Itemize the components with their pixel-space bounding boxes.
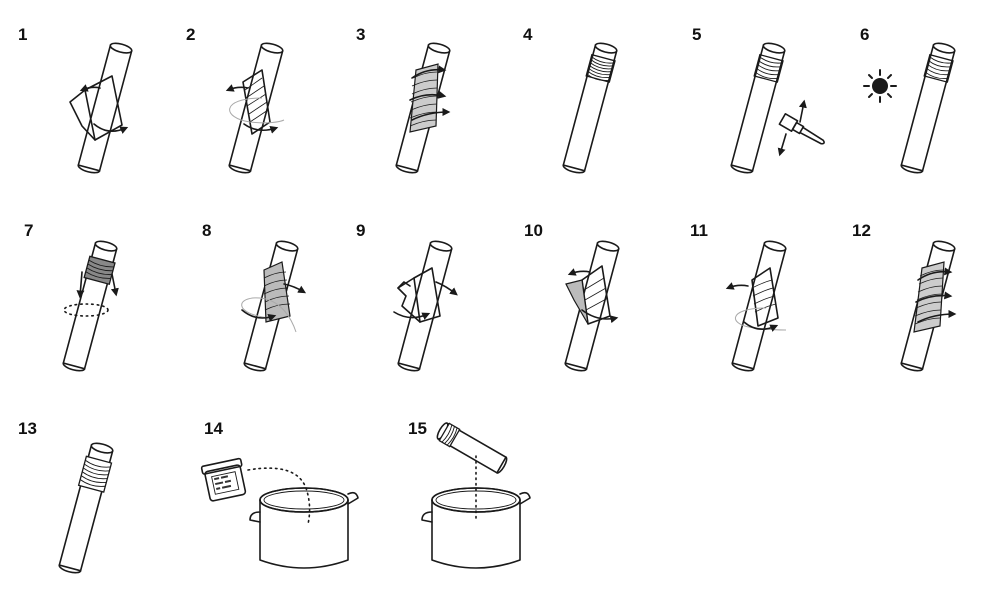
tube <box>436 422 508 474</box>
step-number-6: 6 <box>860 25 869 44</box>
step-6-illustration <box>863 42 956 174</box>
arrow-icon <box>777 133 787 157</box>
paper-strip <box>84 75 123 141</box>
arrow-icon <box>915 291 953 303</box>
arrow-icon <box>798 99 807 123</box>
paintbrush-icon <box>778 113 825 145</box>
thread <box>241 297 297 333</box>
step-number-14: 14 <box>204 419 223 438</box>
arrow-icon <box>725 282 749 290</box>
tube <box>731 240 787 372</box>
pour-path <box>247 467 311 525</box>
tube <box>730 42 786 174</box>
target-position <box>63 303 109 317</box>
step-number-3: 3 <box>356 25 365 44</box>
tube <box>397 240 453 372</box>
arrow-icon <box>409 90 447 101</box>
cooking-pot-icon <box>249 487 359 569</box>
tube <box>62 240 118 372</box>
arrow-icon <box>93 123 129 134</box>
step-10-illustration <box>564 240 620 372</box>
arrow-icon <box>581 309 619 324</box>
step-2-illustration <box>225 42 285 174</box>
tube <box>564 240 620 372</box>
step-15-illustration <box>421 422 531 569</box>
step-number-8: 8 <box>202 221 211 240</box>
tube <box>58 442 114 574</box>
thread <box>229 97 285 124</box>
wrapped-section <box>263 261 291 323</box>
step-number-7: 7 <box>24 221 33 240</box>
arrow-icon <box>241 309 277 322</box>
step-number-11: 11 <box>690 221 708 240</box>
tube <box>562 42 618 174</box>
sun-icon <box>863 69 897 103</box>
paper-strip <box>413 267 441 323</box>
arrow-icon <box>917 267 953 281</box>
step-8-illustration <box>241 240 307 372</box>
step-number-12: 12 <box>852 221 871 240</box>
arrow-icon <box>917 310 957 323</box>
step-11-illustration <box>725 240 787 372</box>
arrow-icon <box>567 268 591 276</box>
arrow-icon <box>110 273 119 297</box>
tube <box>77 42 133 174</box>
step-number-13: 13 <box>18 419 37 438</box>
step-4-illustration <box>562 42 618 174</box>
paper-strip <box>751 267 779 327</box>
cooking-pot-icon <box>421 487 531 569</box>
step-9-illustration <box>393 240 458 372</box>
jar-icon <box>200 457 247 502</box>
step-number-15: 15 <box>408 419 427 438</box>
step-1-illustration <box>69 42 133 174</box>
step-7-illustration <box>62 240 119 372</box>
step-numbers: 1 2 3 4 5 6 7 8 9 10 11 12 13 14 15 <box>18 25 871 438</box>
step-number-1: 1 <box>18 25 27 44</box>
arrow-icon <box>79 84 101 92</box>
arrow-icon <box>411 65 447 79</box>
tube <box>228 42 284 174</box>
thread-coil <box>585 53 616 83</box>
step-14-illustration <box>200 457 359 569</box>
step-number-2: 2 <box>186 25 195 44</box>
step-5-illustration <box>730 42 825 174</box>
paper-strip <box>242 69 271 135</box>
arrow-icon <box>393 311 431 320</box>
arrow-icon <box>743 321 779 332</box>
arrow-icon <box>435 281 458 296</box>
arrow-icon <box>76 271 85 299</box>
arrow-icon <box>225 84 249 92</box>
tube <box>900 42 956 174</box>
step-number-10: 10 <box>524 221 543 240</box>
step-number-4: 4 <box>523 25 533 44</box>
step-3-illustration <box>395 42 451 174</box>
step-12-illustration <box>900 240 957 372</box>
step-number-9: 9 <box>356 221 365 240</box>
arrow-icon <box>243 123 279 134</box>
arrow-icon <box>283 283 307 294</box>
step-13-illustration <box>58 442 114 574</box>
arrow-icon <box>411 108 451 121</box>
step-number-5: 5 <box>692 25 701 44</box>
